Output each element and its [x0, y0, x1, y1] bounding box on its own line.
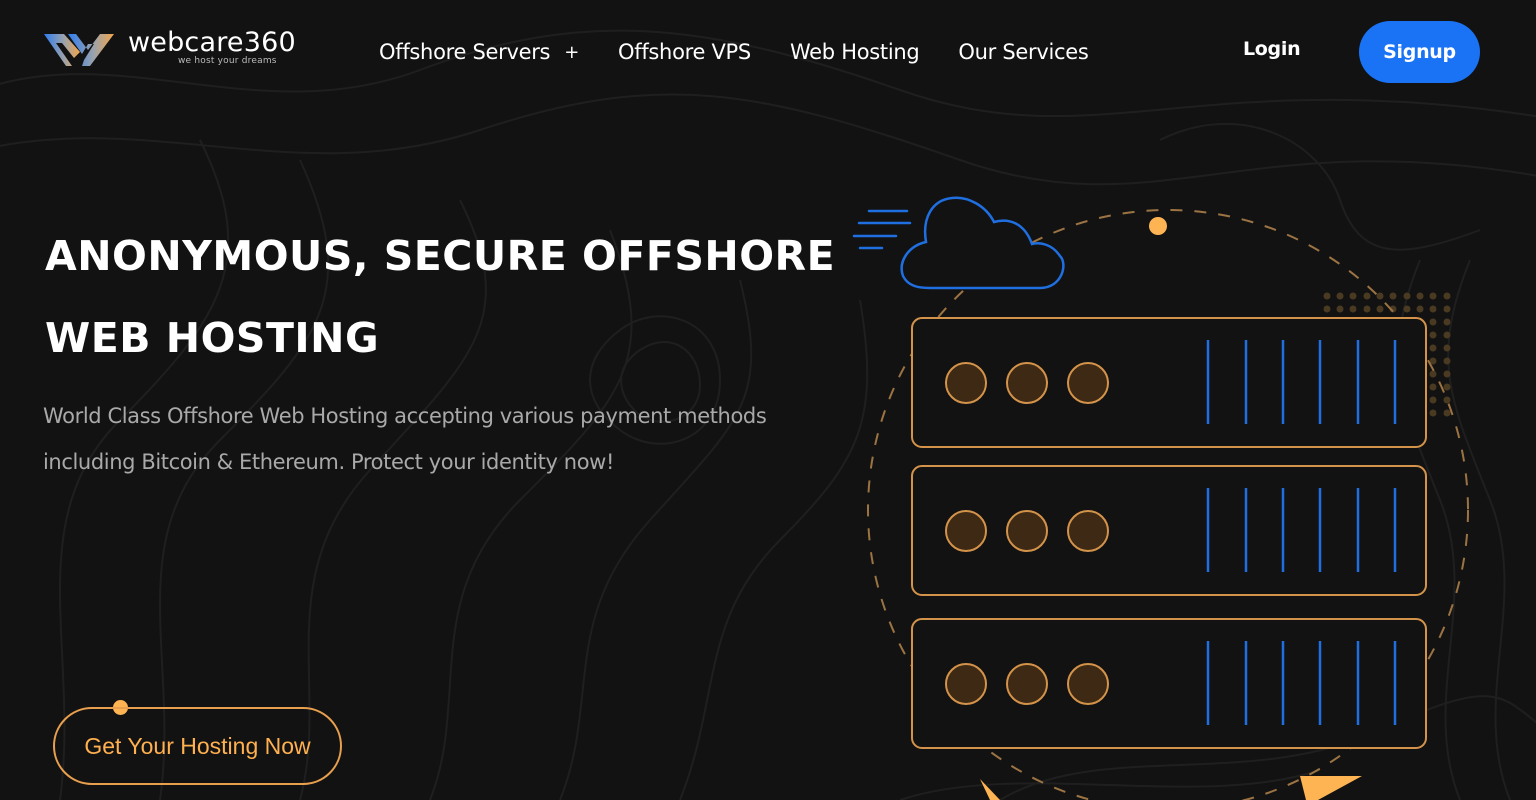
brand-tagline: we host your dreams	[178, 56, 277, 66]
logo[interactable]: webcare360 we host your dreams	[42, 27, 296, 70]
brand-name: webcare360	[128, 27, 296, 58]
signup-button[interactable]: Signup	[1359, 21, 1480, 83]
hero-description: World Class Offshore Web Hosting accepti…	[43, 404, 767, 474]
nav-item-label: Offshore Servers	[379, 40, 551, 64]
cloud-icon	[852, 196, 1065, 290]
server-rack	[911, 317, 1427, 749]
hero-title-line-1: ANONYMOUS, SECURE OFFSHORE	[45, 232, 836, 280]
nav-item-offshore-vps[interactable]: Offshore VPS	[618, 40, 751, 64]
login-link[interactable]: Login	[1243, 38, 1301, 60]
orbit-dot	[1149, 217, 1167, 235]
w-chevron-logo-icon	[44, 34, 114, 66]
hero-title-line-2: WEB HOSTING	[45, 314, 380, 362]
hero-title: ANONYMOUS, SECURE OFFSHORE WEB HOSTING	[45, 215, 845, 379]
nav-item-label: Web Hosting	[789, 40, 920, 64]
server-unit	[911, 317, 1427, 448]
nav-item-label: Our Services	[958, 40, 1089, 64]
nav-item-offshore-servers[interactable]: Offshore Servers +	[379, 40, 579, 64]
main-nav: Offshore Servers + Offshore VPS Web Host…	[379, 36, 1128, 68]
get-hosting-button[interactable]: Get Your Hosting Now	[53, 707, 342, 785]
dashed-orbit	[867, 209, 1469, 800]
nav-item-label: Offshore VPS	[618, 40, 751, 64]
plus-icon[interactable]: +	[564, 41, 579, 63]
arrow-right-icon	[1300, 776, 1362, 800]
site-header: webcare360 we host your dreams Offshore …	[0, 0, 1536, 105]
arrow-left-icon	[980, 779, 1000, 800]
nav-item-web-hosting[interactable]: Web Hosting	[789, 40, 920, 64]
dot-grid-decoration	[1323, 292, 1451, 417]
server-unit	[911, 465, 1427, 596]
nav-item-our-services[interactable]: Our Services	[958, 40, 1088, 64]
server-unit	[911, 618, 1427, 749]
